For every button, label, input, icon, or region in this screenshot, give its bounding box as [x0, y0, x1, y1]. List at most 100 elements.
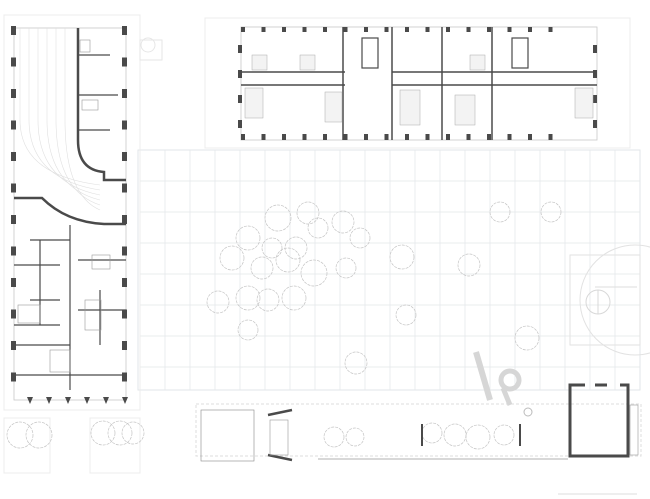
column [528, 134, 532, 140]
column [302, 134, 307, 140]
tree-icon [107, 420, 133, 446]
column [405, 134, 409, 140]
column [466, 134, 471, 140]
small-building-walls [568, 383, 630, 458]
column [122, 215, 127, 224]
column [238, 45, 242, 53]
logo-stroke [473, 351, 493, 401]
tree-icon [335, 257, 357, 279]
tree-icon [300, 259, 328, 287]
tree-icon [349, 227, 371, 249]
planter-circle [140, 37, 156, 53]
pavilion-core [269, 419, 289, 456]
column [343, 134, 348, 140]
ramp-line [64, 28, 101, 211]
tree-icon [457, 253, 481, 277]
tree-icon [256, 288, 280, 312]
ramp-line [19, 28, 101, 186]
tree-icon [90, 420, 116, 446]
column [122, 309, 127, 319]
column [593, 70, 597, 78]
column [302, 27, 307, 32]
column [11, 183, 16, 193]
bathroom [454, 94, 476, 126]
basketball-court [569, 244, 650, 356]
tree-icon [540, 201, 562, 223]
column [11, 246, 16, 256]
tree-icon [219, 245, 245, 271]
column [122, 152, 127, 161]
column [46, 397, 52, 404]
column [446, 27, 450, 32]
elevator-core [361, 37, 379, 69]
room-fixture [17, 304, 41, 324]
column [11, 309, 16, 319]
column [364, 27, 368, 32]
column [238, 70, 242, 78]
building-outline [240, 26, 598, 141]
column [548, 27, 553, 32]
tree-icon [443, 423, 467, 447]
site-boundary-left [3, 14, 141, 411]
tree-icon [261, 237, 283, 259]
planter-bottom-mid [89, 417, 141, 474]
column [11, 120, 16, 130]
bathroom [469, 54, 486, 71]
column [323, 134, 327, 140]
column [122, 372, 127, 382]
column [593, 120, 597, 128]
tree-icon [307, 217, 329, 239]
column [593, 45, 597, 53]
column [11, 26, 16, 35]
tree-icon [284, 236, 308, 260]
room-fixture [49, 349, 71, 373]
building-outline [13, 27, 127, 401]
column [27, 397, 33, 404]
column [425, 27, 430, 32]
column [282, 27, 286, 32]
tree-icon [514, 325, 540, 351]
logo-ring [498, 368, 522, 392]
column [528, 27, 532, 32]
ramp-line [28, 28, 101, 191]
column [238, 120, 242, 128]
ground-logo-marking [473, 351, 522, 406]
curved-wall-upper [76, 28, 126, 182]
tree-icon [296, 201, 320, 225]
room-fixture [79, 39, 91, 53]
tree-icon [6, 421, 34, 449]
tree-icon [250, 256, 274, 280]
column [122, 278, 127, 287]
planter [139, 39, 163, 61]
column [364, 134, 368, 140]
courtyard-trees [6, 201, 562, 450]
bathroom [399, 89, 421, 126]
tree-icon [25, 421, 53, 449]
column [122, 246, 127, 256]
tree-icon [493, 424, 515, 446]
column [122, 26, 127, 35]
tree-icon [395, 304, 417, 326]
pavilion-boundary [195, 403, 642, 457]
site-boundary-top [204, 17, 631, 149]
bathroom [574, 87, 594, 119]
column [343, 27, 348, 32]
ramp-line [37, 28, 101, 196]
tree-icon [121, 421, 145, 445]
tree-icon [206, 290, 230, 314]
tree-icon [389, 244, 415, 270]
fountain-icon [523, 407, 533, 417]
court-arc [579, 244, 650, 356]
top-residential-block [238, 26, 598, 141]
column [548, 134, 553, 140]
column [384, 27, 389, 32]
column [241, 134, 245, 140]
tree-icon [323, 426, 345, 448]
bathroom [299, 54, 316, 71]
column [507, 134, 512, 140]
room-fixture [84, 299, 102, 331]
tree-icon [465, 424, 491, 450]
column [507, 27, 512, 32]
column [446, 134, 450, 140]
